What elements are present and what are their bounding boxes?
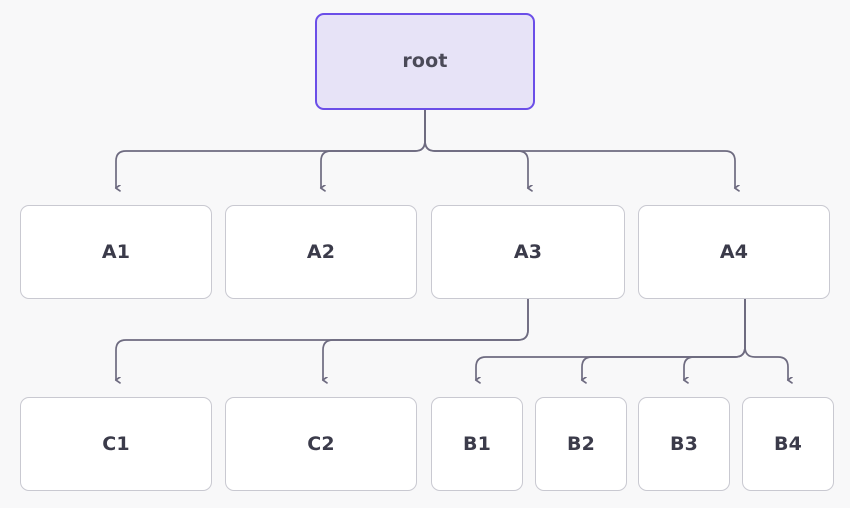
node-A2-label: A2	[306, 240, 336, 263]
node-A2[interactable]: A2	[225, 205, 417, 299]
node-B2[interactable]: B2	[535, 397, 627, 491]
edge-root-A1	[116, 109, 426, 188]
node-A1-label: A1	[101, 240, 131, 263]
node-B1-label: B1	[462, 432, 492, 455]
edge-A4-B1	[476, 298, 746, 380]
node-A3-label: A3	[513, 240, 543, 263]
edge-root-A2	[321, 109, 426, 188]
node-A3[interactable]: A3	[431, 205, 625, 299]
node-C1-label: C1	[102, 432, 130, 455]
edge-A3-C2	[323, 298, 529, 380]
node-B4-label: B4	[773, 432, 803, 455]
edge-A4-B2	[582, 298, 746, 380]
edge-A3-C1	[116, 298, 529, 380]
edge-root-A4	[424, 109, 735, 188]
node-C2-label: C2	[307, 432, 335, 455]
node-C1[interactable]: C1	[20, 397, 212, 491]
node-root-label: root	[402, 50, 448, 72]
node-A1[interactable]: A1	[20, 205, 212, 299]
node-root[interactable]: root	[315, 13, 535, 110]
node-A4-label: A4	[719, 240, 749, 263]
edge-A4-B4	[744, 298, 788, 380]
edge-A4-B3	[684, 298, 746, 380]
node-B3[interactable]: B3	[638, 397, 730, 491]
node-B2-label: B2	[566, 432, 596, 455]
edge-root-A3	[424, 109, 528, 188]
node-A4[interactable]: A4	[638, 205, 830, 299]
node-B3-label: B3	[669, 432, 699, 455]
node-B1[interactable]: B1	[431, 397, 523, 491]
node-C2[interactable]: C2	[225, 397, 417, 491]
node-B4[interactable]: B4	[742, 397, 834, 491]
